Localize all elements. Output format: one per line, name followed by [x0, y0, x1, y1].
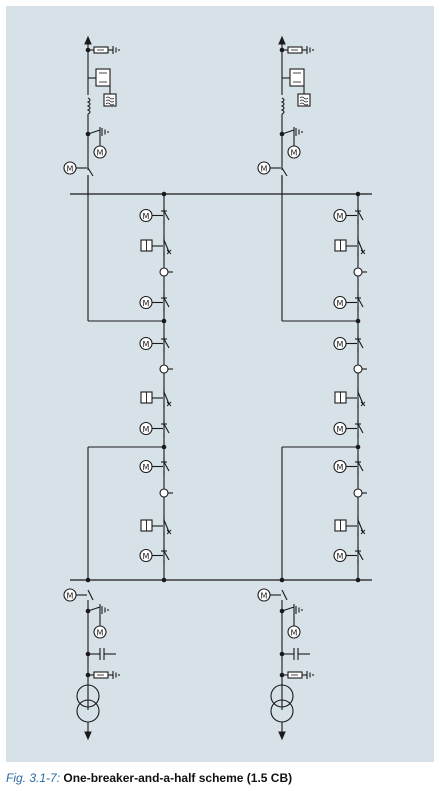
svg-text:M: M	[143, 425, 150, 434]
svg-text:M: M	[337, 299, 344, 308]
current-transformer-icon	[353, 267, 367, 277]
svg-text:M: M	[97, 148, 104, 157]
junction-dot	[161, 191, 167, 197]
current-transformer-icon	[353, 364, 367, 374]
disconnector-icon: M	[333, 335, 364, 352]
motor-drive-icon: M	[93, 625, 107, 639]
svg-text:M: M	[143, 552, 150, 561]
motor-drive-icon: M	[333, 459, 347, 474]
svg-text:M: M	[143, 463, 150, 472]
circuit-breaker-icon	[140, 388, 172, 408]
svg-text:M: M	[97, 628, 104, 637]
circuit-breaker-icon	[334, 236, 366, 256]
junction-dot	[161, 577, 167, 583]
junction-dot	[85, 577, 91, 583]
motor-drive-icon: M	[287, 625, 301, 639]
disconnector-icon: M	[333, 547, 364, 564]
disconnector-icon: M	[333, 294, 364, 311]
svg-text:M: M	[67, 164, 74, 173]
motor-drive-icon: M	[139, 548, 153, 563]
disconnector-icon: M	[333, 207, 364, 224]
motor-drive-icon: M	[63, 161, 77, 175]
caption-label: Fig. 3.1-7:	[6, 771, 61, 785]
svg-text:M: M	[337, 340, 344, 349]
motor-drive-icon: M	[139, 295, 153, 310]
motor-drive-icon: M	[333, 421, 347, 436]
motor-drive-icon: M	[257, 588, 271, 602]
caption-title: One-breaker-and-a-half scheme (1.5 CB)	[63, 771, 293, 785]
motor-drive-icon: M	[333, 336, 347, 351]
disconnector-icon: M	[139, 420, 170, 437]
motor-drive-icon: M	[139, 208, 153, 223]
ground-icon	[112, 671, 120, 679]
motor-drive-icon: M	[257, 161, 271, 175]
junction-dot	[279, 577, 285, 583]
ground-icon	[306, 46, 314, 54]
circuit-breaker-icon	[334, 388, 366, 408]
disconnector-icon: M	[139, 335, 170, 352]
ground-icon	[112, 46, 120, 54]
current-transformer-icon	[159, 364, 173, 374]
circuit-breaker-icon	[140, 516, 172, 536]
svg-text:M: M	[291, 628, 298, 637]
line-feeder-2: MM	[257, 35, 358, 322]
disconnector-icon: M	[333, 458, 364, 475]
motor-drive-icon: M	[93, 145, 107, 159]
motor-drive-icon: M	[139, 459, 153, 474]
junction-dot	[355, 191, 361, 197]
svg-text:M: M	[291, 148, 298, 157]
motor-drive-icon: M	[139, 336, 153, 351]
figure-caption: Fig. 3.1-7: One-breaker-and-a-half schem…	[6, 771, 292, 785]
current-transformer-icon	[353, 488, 367, 498]
transformer-feeder-2: MM	[257, 446, 358, 741]
svg-text:M: M	[337, 212, 344, 221]
motor-drive-icon: M	[333, 548, 347, 563]
circuit-breaker-icon	[140, 236, 172, 256]
disconnector-icon: M	[139, 294, 170, 311]
disconnector-icon: M	[139, 458, 170, 475]
ground-icon	[295, 128, 303, 136]
ground-icon	[306, 671, 314, 679]
svg-text:M: M	[143, 212, 150, 221]
current-transformer-icon	[159, 488, 173, 498]
svg-text:M: M	[143, 340, 150, 349]
svg-text:M: M	[143, 299, 150, 308]
disconnector-icon: M	[333, 420, 364, 437]
motor-drive-icon: M	[333, 208, 347, 223]
svg-text:M: M	[337, 552, 344, 561]
motor-drive-icon: M	[287, 145, 301, 159]
disconnector-icon: M	[139, 547, 170, 564]
disconnector-icon: M	[139, 207, 170, 224]
ground-icon	[101, 128, 109, 136]
diagram-background	[6, 6, 434, 762]
motor-drive-icon: M	[63, 588, 77, 602]
svg-text:M: M	[67, 591, 74, 600]
transformer-feeder-1: MM	[63, 446, 164, 741]
svg-text:M: M	[261, 164, 268, 173]
line-feeder-1: MM	[63, 35, 164, 322]
svg-text:M: M	[337, 463, 344, 472]
circuit-breaker-icon	[334, 516, 366, 536]
junction-dot	[355, 577, 361, 583]
svg-text:M: M	[337, 425, 344, 434]
current-transformer-icon	[159, 267, 173, 277]
motor-drive-icon: M	[333, 295, 347, 310]
motor-drive-icon: M	[139, 421, 153, 436]
ground-icon	[295, 606, 303, 614]
svg-text:M: M	[261, 591, 268, 600]
ground-icon	[101, 606, 109, 614]
